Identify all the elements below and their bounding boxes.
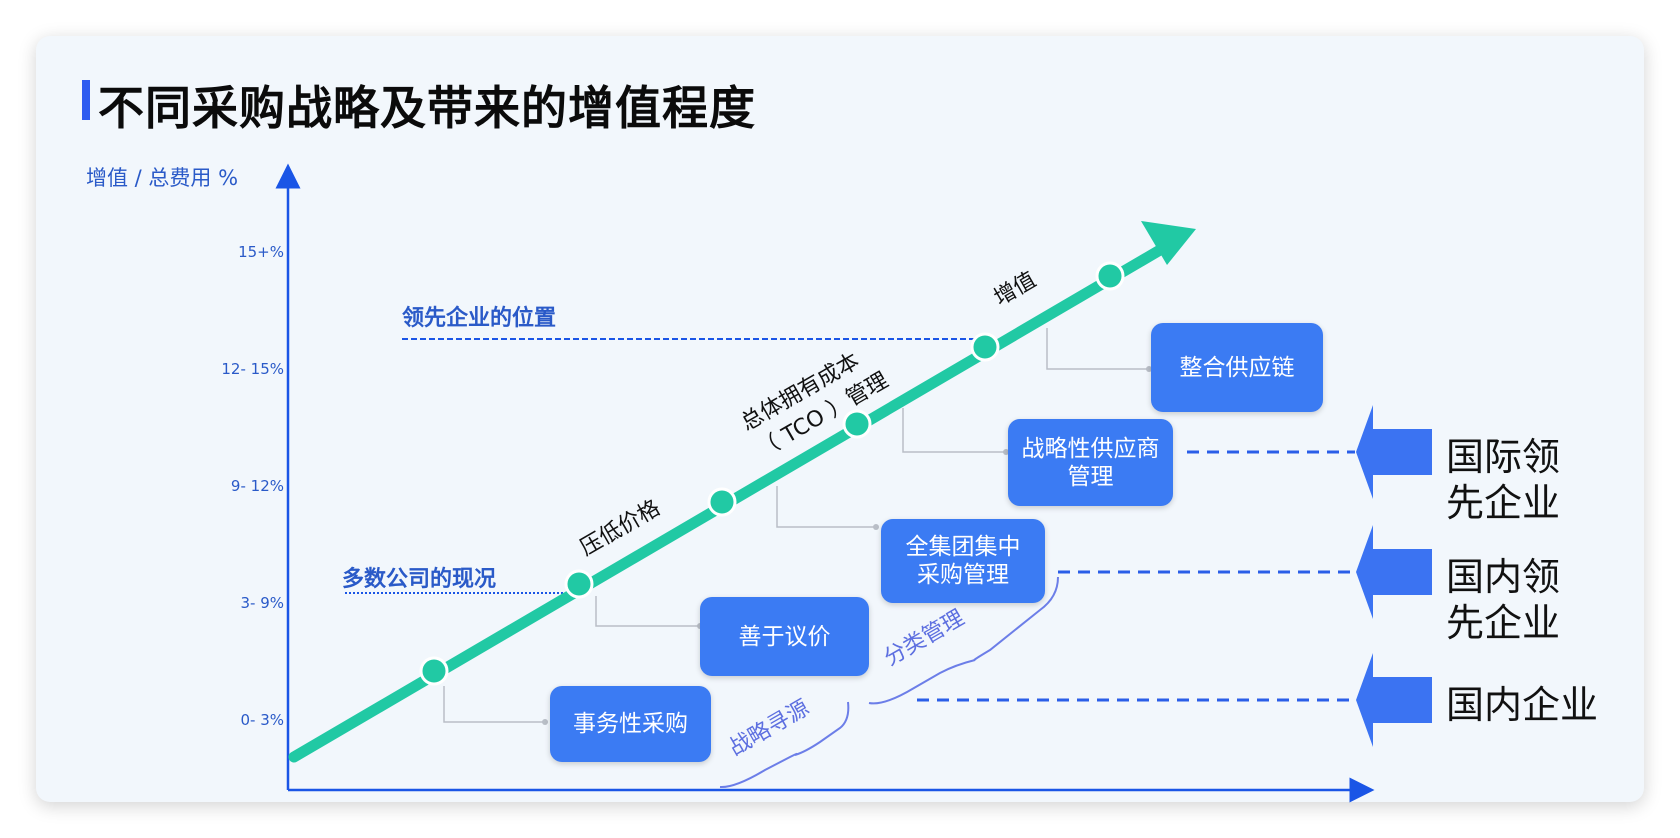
y-tick-3-9: 3- 9% (240, 594, 284, 612)
domestic-tier: 国内企业 (1446, 683, 1599, 727)
curve-node (970, 332, 1000, 362)
curve-node (1095, 261, 1125, 291)
title-accent-bar (82, 80, 90, 120)
domestic-arrow (1356, 653, 1432, 747)
curve-node (707, 487, 737, 517)
intl-leading-arrow (1356, 405, 1432, 499)
curve-node (842, 409, 872, 439)
negotiation-box: 善于议价 (700, 597, 869, 676)
centralized-procurement-box: 全集团集中采购管理 (881, 519, 1045, 603)
y-tick-0-3: 0- 3% (240, 711, 284, 729)
value-growth-arrowhead (1141, 221, 1196, 265)
curve-node (419, 656, 449, 686)
domestic-leading-arrow (1356, 525, 1432, 619)
strategic-supplier-box: 战略性供应商管理 (1008, 419, 1173, 506)
box-connectors (443, 328, 1149, 723)
y-tick-9-12: 9- 12% (230, 477, 284, 495)
curve-node (564, 569, 594, 599)
domestic-leading-tier: 国内领先企业 (1446, 555, 1561, 645)
integrated-supply-chain-box: 整合供应链 (1151, 323, 1323, 412)
sourcing-bracket (719, 701, 850, 789)
y-tick-12-15: 12- 15% (221, 360, 284, 378)
y-tick-15plus: 15+% (238, 243, 284, 261)
category-bracket (868, 576, 1059, 705)
transactional-procurement-box: 事务性采购 (550, 686, 711, 762)
page-title: 不同采购战略及带来的增值程度 (98, 81, 756, 135)
y-axis-label: 增值 / 总费用 % (86, 166, 239, 190)
leading-position-label: 领先企业的位置 (402, 306, 557, 331)
majority-position-label: 多数公司的现况 (342, 567, 497, 592)
intl-leading-tier: 国际领先企业 (1446, 435, 1561, 525)
